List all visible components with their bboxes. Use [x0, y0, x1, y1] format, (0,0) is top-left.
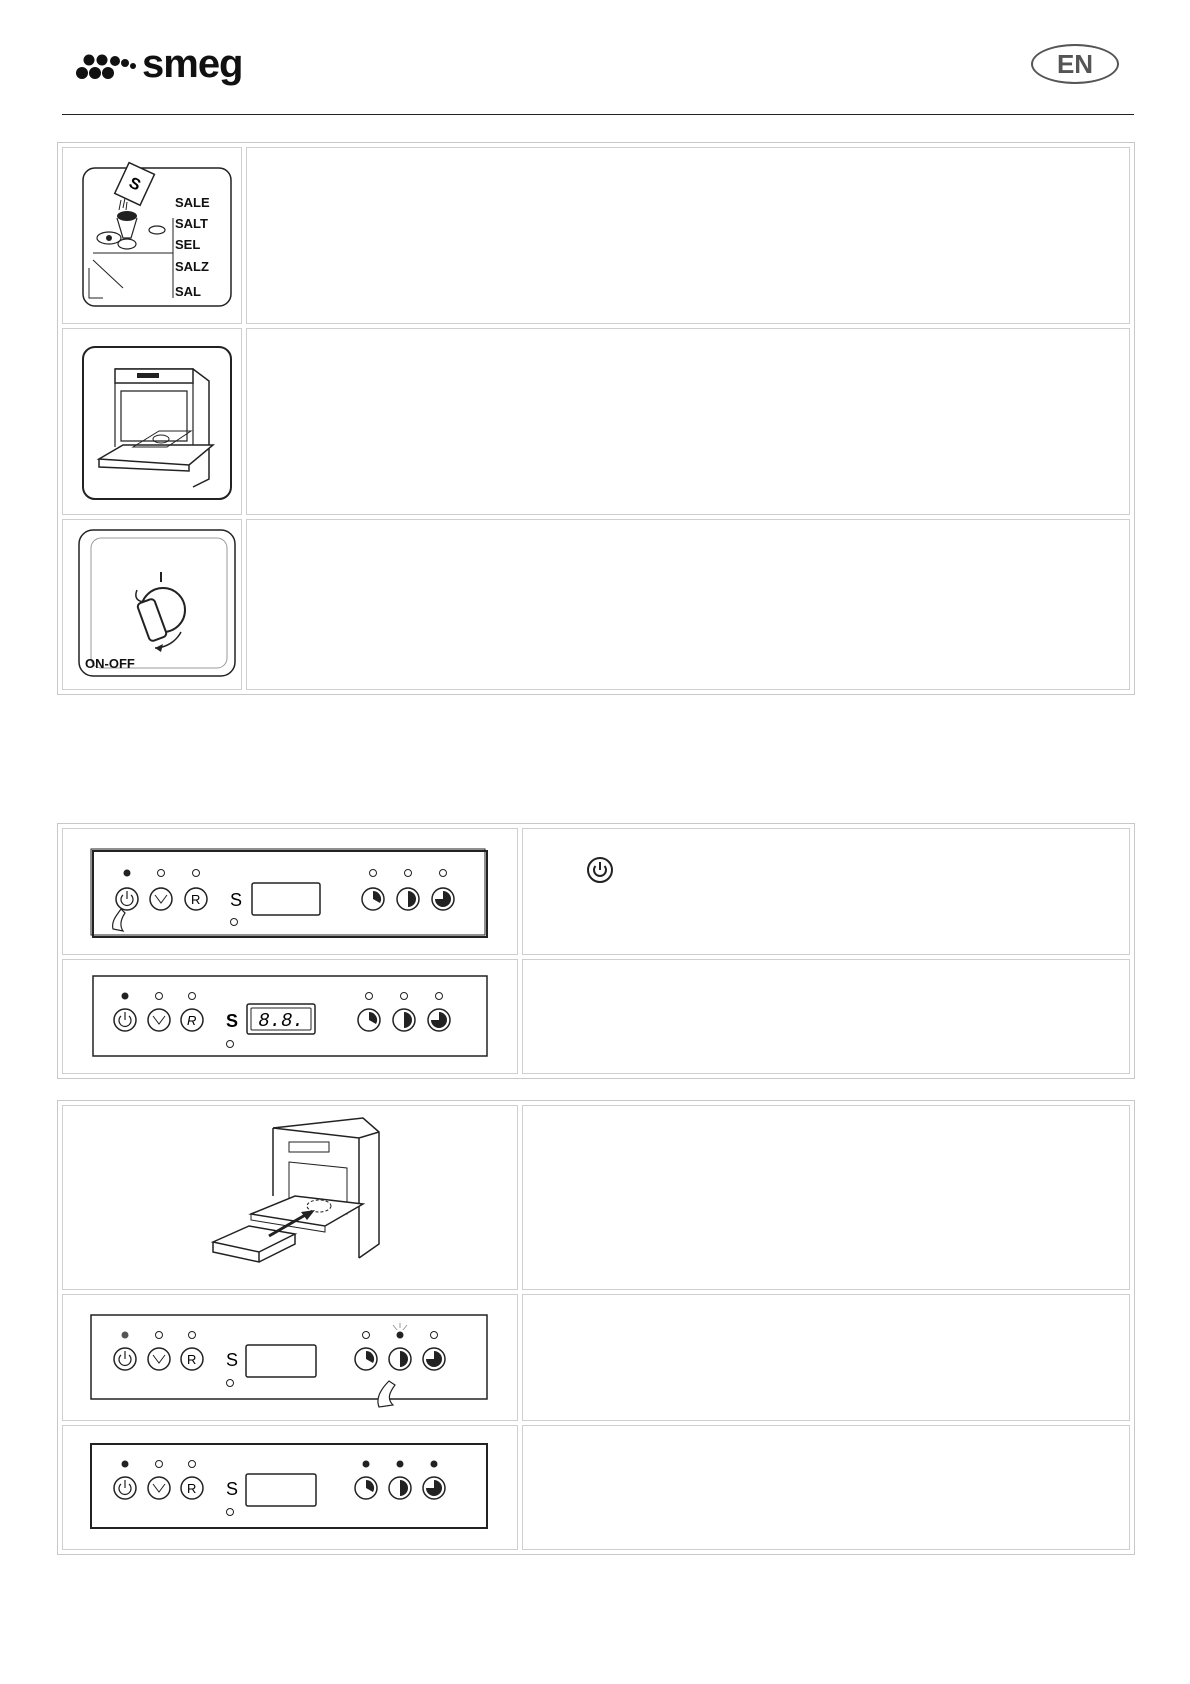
panel-cell: R S	[62, 1294, 518, 1421]
control-panel-all-leds: R S	[90, 1443, 488, 1529]
salt-label-es: SAL	[175, 284, 201, 299]
salt-label-it: SALE	[175, 195, 210, 210]
table-row	[62, 328, 1130, 515]
table-row: R S	[62, 1425, 1130, 1550]
regeneration-icon	[184, 887, 208, 911]
brand-name: smeg	[142, 42, 243, 86]
table-row: R S	[62, 828, 1130, 955]
display-readout: 8.8.	[258, 1010, 304, 1032]
hand-pointer-icon	[112, 908, 126, 932]
instruction-table-1: S SALE SALT SEL SALZ SAL	[57, 142, 1135, 695]
table-row: R S 8.8.	[62, 959, 1130, 1074]
instruction-text-cell	[522, 828, 1130, 955]
instruction-table-2: R S	[57, 823, 1135, 1079]
instruction-text-cell	[246, 519, 1130, 690]
dishwasher-door-open-illustration	[82, 346, 232, 500]
rinse-icon	[149, 887, 173, 911]
table-row	[62, 1105, 1130, 1290]
control-panel-power-press: R S	[90, 848, 488, 938]
svg-text:R: R	[187, 1352, 196, 1367]
instruction-text-cell	[522, 1294, 1130, 1421]
salt-label-en: SALT	[175, 216, 208, 231]
svg-text:R: R	[187, 1481, 196, 1496]
header-divider	[62, 114, 1134, 115]
table-row: ON-OFF	[62, 519, 1130, 690]
control-panel-cycle-press: R S	[90, 1314, 488, 1408]
on-off-label: ON-OFF	[85, 656, 135, 671]
power-symbol-icon	[587, 857, 613, 883]
salt-label-de: SALZ	[175, 259, 209, 274]
instruction-text-cell	[522, 1105, 1130, 1290]
smeg-logo: smeg	[76, 42, 243, 86]
hand-pointer-icon	[377, 1380, 396, 1408]
illustration-cell	[62, 328, 242, 515]
instruction-text-cell	[246, 328, 1130, 515]
illustration-cell: ON-OFF	[62, 519, 242, 690]
panel-cell: R S	[62, 828, 518, 955]
smeg-dots-icon	[76, 54, 136, 79]
svg-text:S: S	[226, 1011, 238, 1031]
panel-cell: R S 8.8.	[62, 959, 518, 1074]
basket-insertion-illustration	[210, 1117, 380, 1263]
table-row: R S	[62, 1294, 1130, 1421]
illustration-cell	[62, 1105, 518, 1290]
salt-label-fr: SEL	[175, 237, 200, 252]
salt-filling-illustration: S SALE SALT SEL SALZ SAL	[82, 161, 232, 307]
svg-text:S: S	[226, 1479, 238, 1499]
table-row: S SALE SALT SEL SALZ SAL	[62, 147, 1130, 324]
instruction-text-cell	[522, 959, 1130, 1074]
svg-text:S: S	[226, 1350, 238, 1370]
svg-text:S: S	[230, 890, 242, 910]
panel-cell: R S	[62, 1425, 518, 1550]
svg-text:R: R	[191, 892, 200, 907]
control-panel-display-on: R S 8.8.	[92, 975, 488, 1057]
instruction-text-cell	[246, 147, 1130, 324]
main-switch-illustration: ON-OFF	[78, 529, 236, 677]
instruction-text-cell	[522, 1425, 1130, 1550]
svg-text:R: R	[187, 1013, 196, 1028]
language-badge: EN	[1031, 44, 1119, 84]
illustration-cell: S SALE SALT SEL SALZ SAL	[62, 147, 242, 324]
instruction-table-3: R S	[57, 1100, 1135, 1555]
